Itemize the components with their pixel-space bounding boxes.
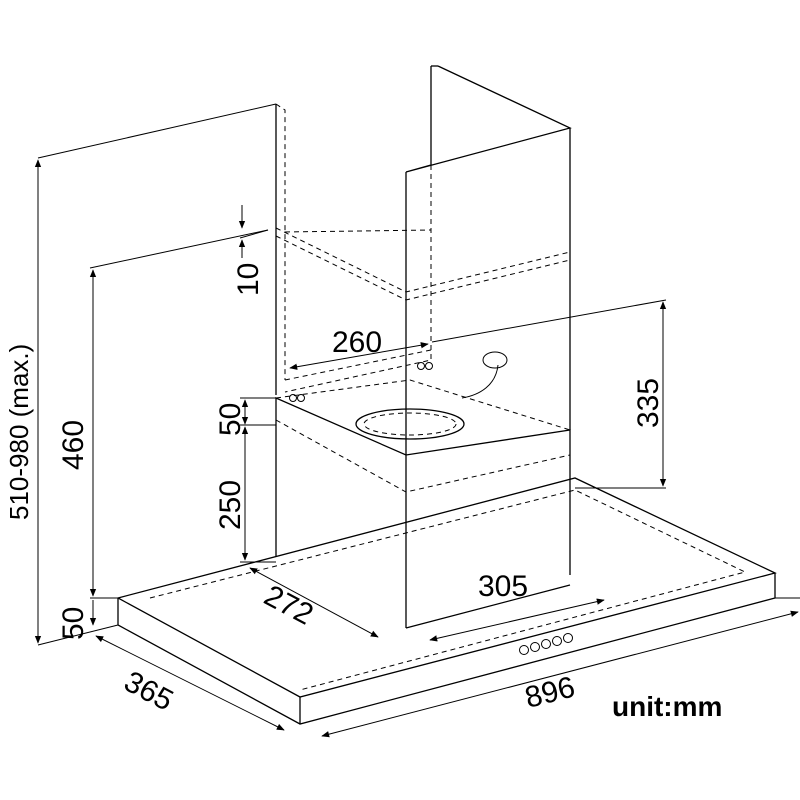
dimension-arrows xyxy=(34,159,799,738)
dim-chimney-width: 305 xyxy=(478,570,528,603)
dim-bracket-width: 260 xyxy=(332,326,382,359)
dim-total-height: 510-980 (max.) xyxy=(4,344,34,520)
extension-lines xyxy=(37,103,800,646)
dim-bracket-height: 460 xyxy=(57,420,90,470)
upper-chimney xyxy=(275,65,572,455)
unit-label: unit:mm xyxy=(612,691,722,722)
dim-body-height: 250 xyxy=(214,480,247,530)
dim-bracket-offset: 50 xyxy=(214,403,247,436)
dim-canopy-width: 896 xyxy=(522,671,579,715)
air-outlet xyxy=(355,408,465,440)
power-cable xyxy=(461,351,508,399)
dim-chimney-overlap: 10 xyxy=(232,263,265,296)
control-buttons xyxy=(519,633,573,655)
dim-canopy-thickness: 50 xyxy=(57,607,90,640)
dim-chimney-depth: 272 xyxy=(259,579,319,632)
dim-outlet-height: 335 xyxy=(632,378,665,428)
